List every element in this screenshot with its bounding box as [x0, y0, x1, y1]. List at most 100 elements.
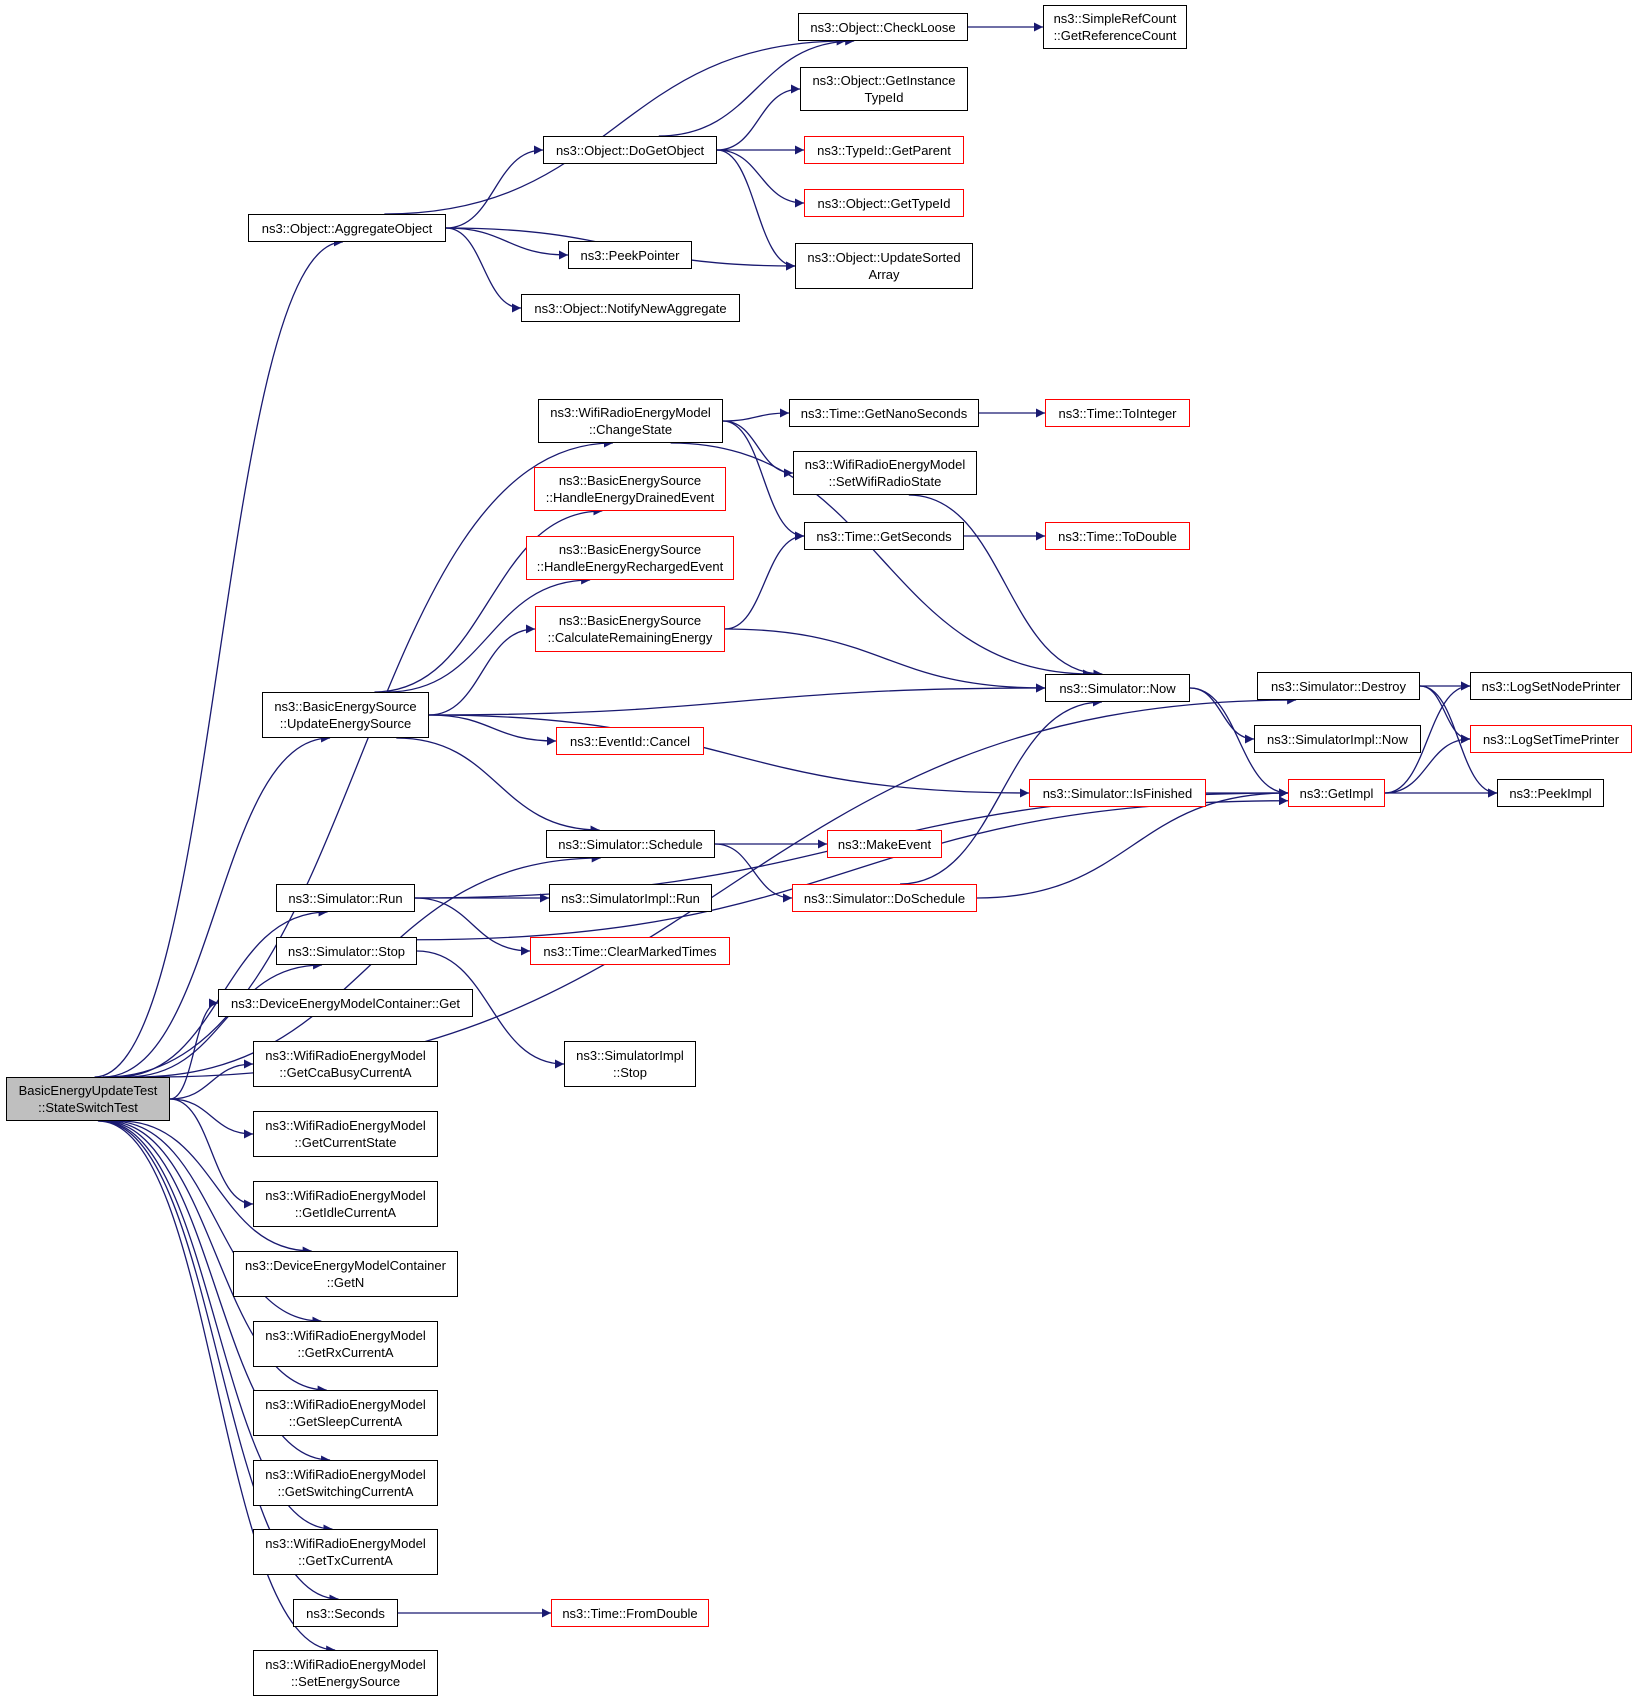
node-simulator-impl-now[interactable]: ns3::SimulatorImpl::Now — [1254, 725, 1421, 753]
node-do-get-object[interactable]: ns3::Object::DoGetObject — [543, 136, 717, 164]
edge-get_impl-to-log_set_node_printer — [1384, 681, 1471, 794]
node-update-energy-source[interactable]: ns3::BasicEnergySource::UpdateEnergySour… — [262, 692, 429, 738]
node-change-state[interactable]: ns3::WifiRadioEnergyModel::ChangeState — [538, 399, 723, 443]
node-label-line: ::GetReferenceCount — [1053, 28, 1177, 43]
node-label-line: ::GetCcaBusyCurrentA — [279, 1065, 412, 1080]
edge-simulator_run-to-clear_marked_times — [414, 897, 531, 956]
node-get-impl[interactable]: ns3::GetImpl — [1288, 779, 1385, 807]
node-label-line: ns3::PeekPointer — [580, 247, 680, 263]
node-log-set-time-printer[interactable]: ns3::LogSetTimePrinter — [1470, 725, 1632, 753]
node-peek-pointer[interactable]: ns3::PeekPointer — [568, 241, 692, 269]
node-label-line: ns3::Simulator::Schedule — [558, 836, 703, 852]
edge-simulator_now-to-get_impl — [1189, 687, 1289, 798]
node-calculate-remaining-energy[interactable]: ns3::BasicEnergySource::CalculateRemaini… — [535, 606, 725, 652]
node-get-idle-current-a[interactable]: ns3::WifiRadioEnergyModel::GetIdleCurren… — [253, 1181, 438, 1227]
node-simulator-schedule[interactable]: ns3::Simulator::Schedule — [546, 830, 715, 858]
node-label-line: ns3::WifiRadioEnergyModel — [265, 1397, 426, 1412]
node-to-double[interactable]: ns3::Time::ToDouble — [1045, 522, 1190, 550]
node-get-tx-current-a[interactable]: ns3::WifiRadioEnergyModel::GetTxCurrentA — [253, 1529, 438, 1575]
node-device-energy-model-container-get-n[interactable]: ns3::DeviceEnergyModelContainer::GetN — [233, 1251, 458, 1297]
node-label-line: ::GetIdleCurrentA — [294, 1205, 397, 1220]
node-set-wifi-radio-state[interactable]: ns3::WifiRadioEnergyModel::SetWifiRadioS… — [793, 451, 977, 495]
node-get-switching-current-a[interactable]: ns3::WifiRadioEnergyModel::GetSwitchingC… — [253, 1460, 438, 1506]
node-label-line: ns3::WifiRadioEnergyModel — [550, 405, 711, 420]
node-log-set-node-printer[interactable]: ns3::LogSetNodePrinter — [1470, 672, 1632, 700]
node-set-energy-source[interactable]: ns3::WifiRadioEnergyModel::SetEnergySour… — [253, 1650, 438, 1696]
node-get-current-state[interactable]: ns3::WifiRadioEnergyModel::GetCurrentSta… — [253, 1111, 438, 1157]
node-label-line: ns3::BasicEnergySource — [558, 473, 702, 488]
node-label-line: ns3::Simulator::Destroy — [1270, 678, 1407, 694]
node-get-rx-current-a[interactable]: ns3::WifiRadioEnergyModel::GetRxCurrentA — [253, 1321, 438, 1367]
node-get-sleep-current-a[interactable]: ns3::WifiRadioEnergyModel::GetSleepCurre… — [253, 1390, 438, 1436]
edge-root-to-get_switching — [102, 1120, 331, 1465]
edge-schedule-to-do_schedule — [714, 843, 793, 903]
node-get-cca-busy-current-a[interactable]: ns3::WifiRadioEnergyModel::GetCcaBusyCur… — [253, 1041, 438, 1087]
node-simulator-stop[interactable]: ns3::Simulator::Stop — [276, 937, 417, 965]
node-get-reference-count[interactable]: ns3::SimpleRefCount::GetReferenceCount — [1043, 5, 1187, 49]
node-label-line: ns3::Time::FromDouble — [562, 1605, 698, 1621]
node-label-line: ns3::Simulator::IsFinished — [1042, 785, 1193, 801]
node-get-type-id[interactable]: ns3::Object::GetTypeId — [804, 189, 964, 217]
node-simulator-destroy[interactable]: ns3::Simulator::Destroy — [1257, 672, 1420, 700]
node-make-event[interactable]: ns3::MakeEvent — [827, 830, 942, 858]
node-device-energy-model-container-get[interactable]: ns3::DeviceEnergyModelContainer::Get — [218, 989, 473, 1017]
node-handle-energy-drained-event[interactable]: ns3::BasicEnergySource::HandleEnergyDrai… — [534, 467, 726, 511]
node-clear-marked-times[interactable]: ns3::Time::ClearMarkedTimes — [530, 937, 730, 965]
node-peek-impl[interactable]: ns3::PeekImpl — [1497, 779, 1604, 807]
node-check-loose[interactable]: ns3::Object::CheckLoose — [798, 13, 968, 41]
edge-root-to-get_idle — [169, 1098, 254, 1209]
edge-simulator_destroy-to-peek_impl — [1419, 685, 1498, 798]
edge-do_get_object-to-get_type_id — [716, 149, 805, 208]
edge-root-to-schedule — [134, 853, 601, 1078]
node-label-line: ns3::Simulator::DoSchedule — [803, 890, 966, 906]
node-label-line: ns3::SimulatorImpl::Now — [1267, 731, 1408, 747]
node-get-parent[interactable]: ns3::TypeId::GetParent — [804, 136, 964, 164]
node-simulator-now[interactable]: ns3::Simulator::Now — [1045, 674, 1190, 702]
node-label-line: ns3::Time::GetNanoSeconds — [800, 405, 968, 421]
node-label-line: ns3::Object::UpdateSorted — [807, 250, 961, 265]
node-to-integer[interactable]: ns3::Time::ToInteger — [1045, 399, 1190, 427]
node-simulator-impl-run[interactable]: ns3::SimulatorImpl::Run — [549, 884, 712, 912]
edge-update_energy_source-to-event_cancel — [428, 714, 557, 746]
node-handle-energy-recharged-event[interactable]: ns3::BasicEnergySource::HandleEnergyRech… — [526, 536, 734, 580]
node-get-nano-seconds[interactable]: ns3::Time::GetNanoSeconds — [789, 399, 979, 427]
node-simulator-do-schedule[interactable]: ns3::Simulator::DoSchedule — [792, 884, 977, 912]
node-time-from-double[interactable]: ns3::Time::FromDouble — [551, 1599, 709, 1627]
node-simulator-is-finished[interactable]: ns3::Simulator::IsFinished — [1029, 779, 1206, 807]
node-label-line: ns3::Time::GetSeconds — [816, 528, 952, 544]
node-get-seconds[interactable]: ns3::Time::GetSeconds — [804, 522, 964, 550]
node-label-line: ::GetCurrentState — [294, 1135, 397, 1150]
node-label-line: ::ChangeState — [588, 422, 673, 437]
edge-do_get_object-to-get_instance_type_id — [716, 84, 801, 151]
node-event-id-cancel[interactable]: ns3::EventId::Cancel — [556, 727, 704, 755]
node-label-line: ::StateSwitchTest — [38, 1100, 138, 1115]
node-label-line: ::GetSleepCurrentA — [288, 1414, 403, 1429]
node-label-line: ns3::Object::AggregateObject — [261, 220, 433, 236]
node-notify-new-aggregate[interactable]: ns3::Object::NotifyNewAggregate — [521, 294, 740, 322]
node-label-line: ns3::PeekImpl — [1509, 785, 1592, 801]
node-label-line: ns3::WifiRadioEnergyModel — [804, 457, 966, 472]
node-label-line: ns3::Time::ToInteger — [1058, 405, 1177, 421]
node-label-line: ns3::BasicEnergySource — [274, 699, 417, 714]
edge-change_state-to-simulator_now — [670, 442, 1092, 679]
node-simulator-run[interactable]: ns3::Simulator::Run — [276, 884, 415, 912]
node-simulator-impl-stop[interactable]: ns3::SimulatorImpl::Stop — [564, 1041, 696, 1087]
node-label-line: ns3::SimulatorImpl — [576, 1048, 684, 1063]
node-label-line: ::CalculateRemainingEnergy — [547, 630, 713, 645]
node-seconds[interactable]: ns3::Seconds — [293, 1599, 398, 1627]
node-label-line: ns3::Simulator::Stop — [287, 943, 406, 959]
edge-get_impl-to-log_set_time_printer — [1384, 734, 1471, 794]
edge-aggregate_object-to-notify_new_aggregate — [445, 227, 522, 313]
node-label-line: ns3::Simulator::Run — [288, 890, 403, 906]
node-root-state-switch-test[interactable]: BasicEnergyUpdateTest::StateSwitchTest — [6, 1077, 170, 1121]
node-label-line: ns3::SimulatorImpl::Run — [561, 890, 700, 906]
node-label-line: ns3::BasicEnergySource — [558, 613, 702, 628]
node-label-line: ns3::WifiRadioEnergyModel — [265, 1118, 426, 1133]
node-label-line: ns3::LogSetTimePrinter — [1482, 731, 1620, 747]
node-label-line: ns3::BasicEnergySource — [558, 542, 702, 557]
node-aggregate-object[interactable]: ns3::Object::AggregateObject — [248, 214, 446, 242]
node-label-line: ns3::Simulator::Now — [1059, 680, 1176, 696]
